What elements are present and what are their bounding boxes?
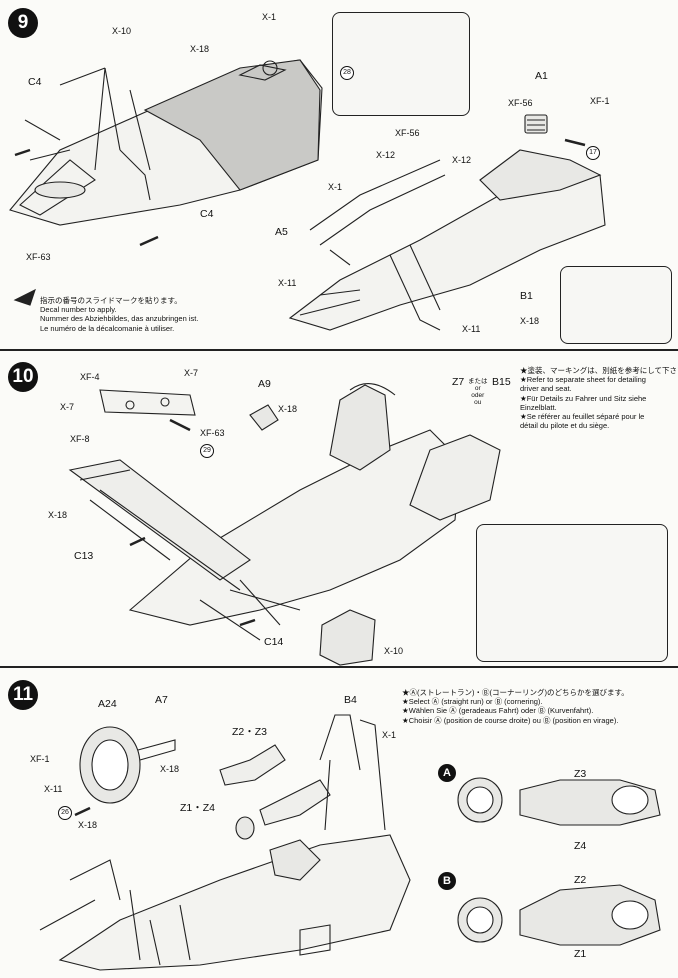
callout-number: 26 xyxy=(58,806,72,820)
note-line: driver and seat. xyxy=(520,384,572,394)
callout-number: 29 xyxy=(200,444,214,458)
part-label: A1 xyxy=(535,70,548,82)
note-line: ★Wählen Sie Ⓐ (geradeaus Fahrt) oder Ⓑ (… xyxy=(402,706,594,716)
note-line: ★Se référer au feuillet séparé pour le xyxy=(520,412,645,422)
part-label: X-18 xyxy=(190,44,210,54)
note-line: 指示の番号のスライドマークを貼ります。 xyxy=(40,296,182,305)
option-note: ★Ⓐ(ストレートラン)・Ⓑ(コーナーリング)のどちらかを選びます。 ★Selec… xyxy=(402,688,629,725)
part-label: XF-4 xyxy=(80,372,100,382)
decal-note: 指示の番号のスライドマークを貼ります。 Decal number to appl… xyxy=(40,296,198,333)
part-label: X-10 xyxy=(384,646,404,656)
detail-inset xyxy=(332,12,470,116)
part-label: X-18 xyxy=(278,404,298,414)
step-divider xyxy=(0,349,678,351)
part-label: X-18 xyxy=(160,764,180,774)
part-label: X-1 xyxy=(382,730,397,740)
part-label: Z7 xyxy=(452,376,465,388)
note-line: ★Ⓐ(ストレートラン)・Ⓑ(コーナーリング)のどちらかを選びます。 xyxy=(402,688,629,697)
part-label: XF-1 xyxy=(30,754,50,764)
part-label: X-12 xyxy=(452,155,472,165)
part-label: Z1 xyxy=(574,948,587,960)
part-label: C14 xyxy=(264,636,284,648)
step-number: 11 xyxy=(8,680,38,710)
part-label: X-11 xyxy=(278,278,297,288)
step-divider xyxy=(0,666,678,668)
note-line: または xyxy=(468,378,488,385)
alt-text: または or oder ou xyxy=(468,378,488,406)
part-label: X-18 xyxy=(78,820,98,830)
part-label: C13 xyxy=(74,550,94,562)
part-label: X-1 xyxy=(328,182,343,192)
part-label: B4 xyxy=(344,694,357,706)
note-line: Einzelblatt. xyxy=(520,402,557,412)
part-label: XF-63 xyxy=(200,428,225,438)
note-line: ou xyxy=(474,399,482,406)
part-label: A9 xyxy=(258,378,271,390)
part-label: X-11 xyxy=(44,784,63,794)
note-line: Le numéro de la décalcomanie à utiliser. xyxy=(40,323,175,333)
option-b-badge: B xyxy=(438,872,456,890)
callout-number: 17 xyxy=(586,146,600,160)
part-label: A7 xyxy=(155,694,168,706)
part-label: C4 xyxy=(200,208,214,220)
part-label: X-18 xyxy=(520,316,540,326)
part-label: X-12 xyxy=(376,150,396,160)
part-label: B15 xyxy=(492,376,511,388)
step-number: 10 xyxy=(8,362,38,392)
part-label: X-7 xyxy=(60,402,75,412)
part-label: XF-56 xyxy=(508,98,533,108)
note-line: Decal number to apply. xyxy=(40,305,117,315)
part-label: X-1 xyxy=(262,12,277,22)
note-line: oder xyxy=(471,392,485,399)
part-label: X-10 xyxy=(112,26,132,36)
part-label: XF-8 xyxy=(70,434,90,444)
part-label: Z2 xyxy=(574,874,587,886)
option-a-badge: A xyxy=(438,764,456,782)
note-line: ★Für Details zu Fahrer und Sitz siehe xyxy=(520,393,647,403)
part-label: Z4 xyxy=(574,840,587,852)
part-label: C4 xyxy=(28,76,42,88)
part-label: XF-63 xyxy=(26,252,51,262)
note-line: Nummer des Abziehbildes, das anzubringen… xyxy=(40,314,199,324)
note-line: ★Select Ⓐ (straight run) or Ⓑ (cornering… xyxy=(402,697,543,707)
callout-number: 28 xyxy=(340,66,354,80)
detail-note: ★塗装、マーキングは、別紙を参考にして下さい。 ★Refer to separa… xyxy=(520,366,678,430)
note-line: ★Choisir Ⓐ (position de course droite) o… xyxy=(402,715,619,725)
note-line: ★塗装、マーキングは、別紙を参考にして下さい。 xyxy=(520,366,678,375)
step-number: 9 xyxy=(8,8,38,38)
detail-inset xyxy=(560,266,672,344)
part-label: Z2・Z3 xyxy=(232,726,268,738)
part-label: Z3 xyxy=(574,768,587,780)
part-label: Z1・Z4 xyxy=(180,802,216,814)
detail-inset xyxy=(476,524,668,662)
part-label: XF-1 xyxy=(590,96,610,106)
note-line: détail du pilote et du siège. xyxy=(520,421,610,431)
part-label: XF-56 xyxy=(395,128,420,138)
part-label: X-18 xyxy=(48,510,68,520)
part-label: B1 xyxy=(520,290,533,302)
part-label: A5 xyxy=(275,226,288,238)
part-label: X-7 xyxy=(184,368,199,378)
part-label: X-11 xyxy=(462,324,481,334)
note-line: or xyxy=(474,385,481,392)
part-label: A24 xyxy=(98,698,117,710)
note-line: ★Refer to separate sheet for detailing xyxy=(520,375,646,385)
